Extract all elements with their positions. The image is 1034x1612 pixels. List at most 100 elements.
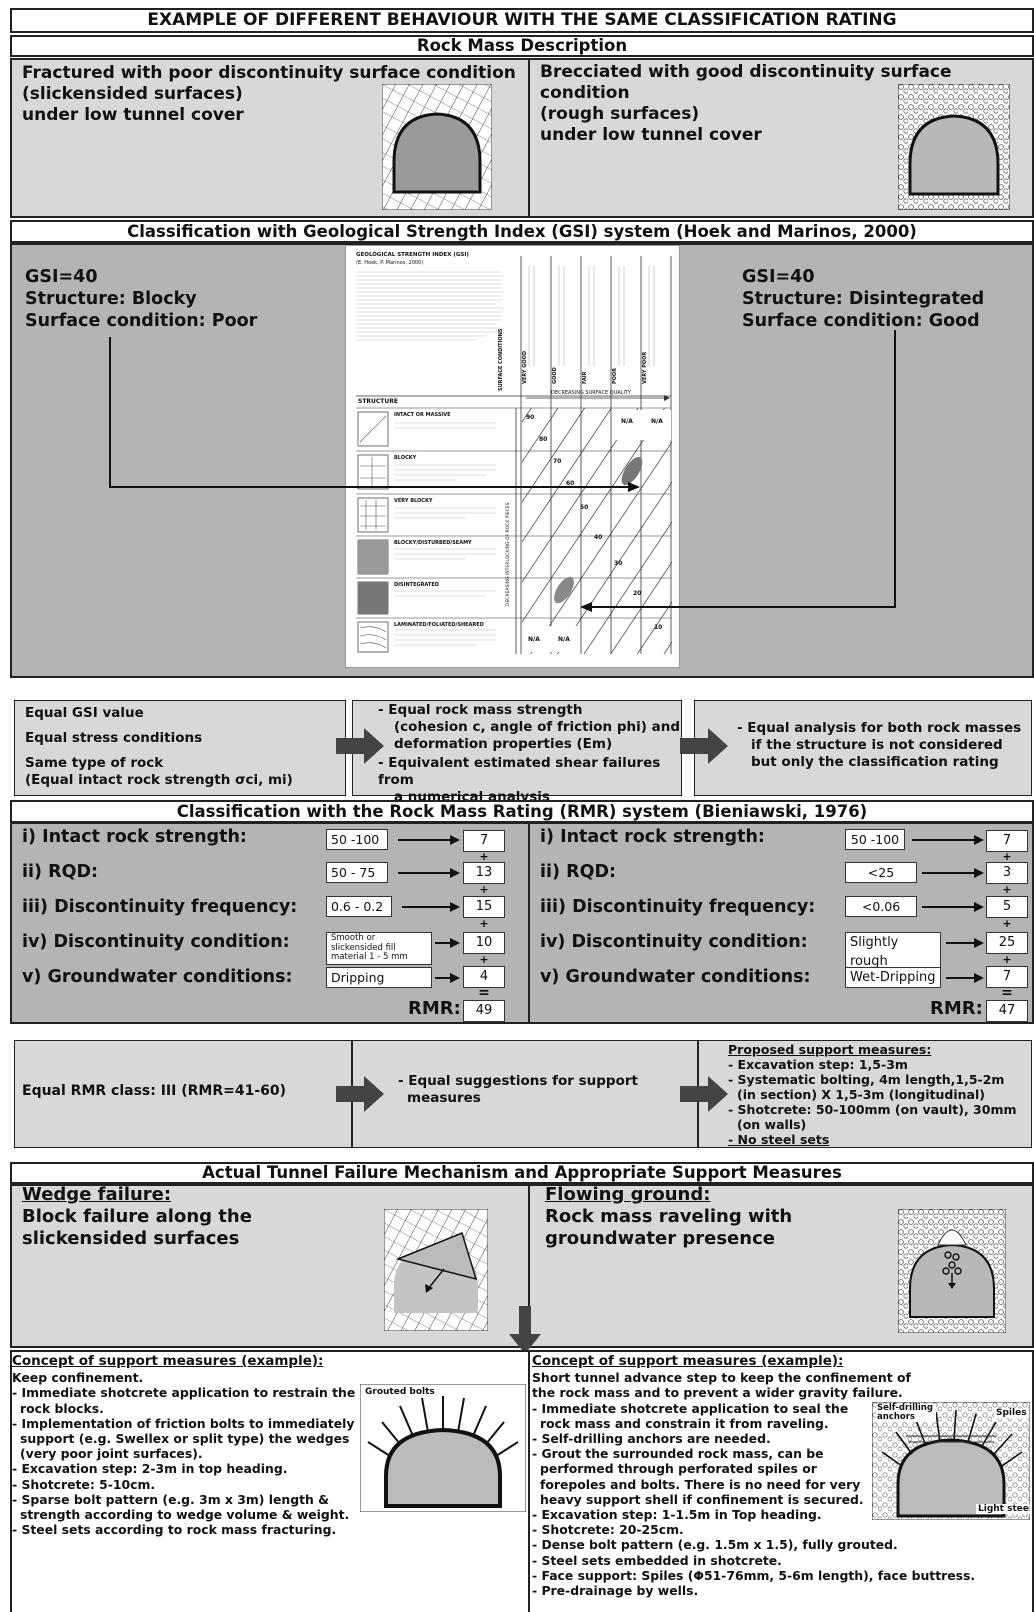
rmr-consequence-1-text: Equal RMR class: III (RMR=41-60) xyxy=(22,1083,287,1099)
rock-mass-description-title: Rock Mass Description xyxy=(10,35,1034,57)
rmr-right-input-1: 50 -100 xyxy=(845,829,905,850)
rmr-right-input-5: Wet-Dripping xyxy=(845,967,941,988)
rmr-right-arrow-3 xyxy=(922,906,974,908)
rmr-right-total-label: RMR: xyxy=(930,998,983,1019)
rmr-left-input-1: 50 -100 xyxy=(326,829,388,850)
rmr-left-score-4: 10 xyxy=(463,932,505,954)
rmr-right-plus-4: + xyxy=(1002,953,1012,966)
rmr-left-score-5: 4 xyxy=(463,966,505,988)
left-case-text: Fractured with poor discontinuity surfac… xyxy=(22,63,516,125)
gsi-chart: GEOLOGICAL STRENGTH INDEX (GSI) (E. Hoek… xyxy=(345,245,680,668)
gsi-na-3: N/A xyxy=(528,636,540,643)
right-case-text: Brecciated with good discontinuity surfa… xyxy=(540,62,952,145)
gsi-contour-20: 20 xyxy=(633,590,642,597)
rmr-left-label-1: i) Intact rock strength: xyxy=(22,827,247,847)
rmr-left-equals: = xyxy=(478,985,490,1001)
support-right-text: Concept of support measures (example): S… xyxy=(532,1353,976,1599)
gsi-row-blocky-disturbed: BLOCKY/DISTURBED/SEAMY xyxy=(394,540,472,546)
rmr-left-plus-2: + xyxy=(479,883,489,896)
rmr-consequence-1 xyxy=(14,1040,352,1148)
gsi-consequence-3-text: - Equal analysis for both rock masses if… xyxy=(737,720,1022,770)
gsi-fat-arrow-1 xyxy=(336,728,384,764)
gsi-consequence-1 xyxy=(14,700,346,796)
gsi-contour-40: 40 xyxy=(594,534,603,541)
gsi-consequence-1-text: Equal GSI value Equal stress conditions … xyxy=(25,705,293,788)
gsi-consequence-3 xyxy=(694,700,1032,796)
gsi-row-intact: INTACT OR MASSIVE xyxy=(394,412,451,418)
gsi-contour-70: 70 xyxy=(553,458,562,465)
rmr-left-arrow-2 xyxy=(398,872,450,874)
light-steel-sets-label: Light steel se xyxy=(976,1504,1030,1514)
self-drilling-anchors-label: Self-drilling anchors xyxy=(876,1404,936,1422)
rmr-fat-arrow-1 xyxy=(336,1076,384,1112)
rmr-fat-arrow-2 xyxy=(680,1076,728,1112)
center-down-arrow xyxy=(509,1306,541,1354)
gsi-chart-graphic xyxy=(356,256,672,654)
gsi-row-laminated: LAMINATED/FOLIATED/SHEARED xyxy=(394,622,484,628)
rmr-right-score-4: 25 xyxy=(986,932,1028,954)
rmr-left-plus-3: + xyxy=(479,917,489,930)
rmr-right-arrow-2 xyxy=(922,872,974,874)
rmr-left-total-label: RMR: xyxy=(408,998,461,1019)
main-title: EXAMPLE OF DIFFERENT BEHAVIOUR WITH THE … xyxy=(10,8,1034,33)
rmr-right-arrow-5 xyxy=(946,977,974,979)
rmr-left-score-2: 13 xyxy=(463,862,505,884)
gsi-pointer-arrows xyxy=(109,330,896,612)
rmr-right-label-4: iv) Discontinuity condition: xyxy=(540,932,808,952)
tunnel-brecciated-figure xyxy=(898,84,1010,210)
rmr-consequence-3-text: Proposed support measures: - Excavation … xyxy=(728,1042,1017,1147)
gsi-na-4: N/A xyxy=(558,636,570,643)
gsi-contour-30: 30 xyxy=(614,560,623,567)
rmr-left-input-5: Dripping xyxy=(326,967,432,988)
rmr-right-label-5: v) Groundwater conditions: xyxy=(540,967,811,987)
gsi-row-disintegrated: DISINTEGRATED xyxy=(394,582,439,588)
rmr-left-arrow-1 xyxy=(398,839,450,841)
rmr-right-panel xyxy=(528,822,1034,1024)
rmr-left-label-4: iv) Discontinuity condition: xyxy=(22,932,290,952)
failure-section-title: Actual Tunnel Failure Mechanism and Appr… xyxy=(10,1162,1034,1184)
rmr-right-arrow-4 xyxy=(946,942,974,944)
rmr-right-label-1: i) Intact rock strength: xyxy=(540,827,765,847)
gsi-na-1: N/A xyxy=(621,418,633,425)
gsi-consequence-2 xyxy=(352,700,682,796)
gsi-chart-title: GEOLOGICAL STRENGTH INDEX (GSI) xyxy=(356,252,469,258)
gsi-na-2: N/A xyxy=(651,418,663,425)
failure-left-title: Wedge failure: xyxy=(22,1184,172,1205)
gsi-structure-label: STRUCTURE xyxy=(358,398,398,405)
gsi-contour-90: 90 xyxy=(526,414,535,421)
rmr-consequence-2 xyxy=(352,1040,698,1148)
rmr-right-arrow-1 xyxy=(912,839,974,841)
rmr-left-arrow-5 xyxy=(435,977,450,979)
rmr-right-score-2: 3 xyxy=(986,862,1028,884)
rmr-left-panel xyxy=(10,822,530,1024)
gsi-row-blocky: BLOCKY xyxy=(394,455,417,461)
gsi-contour-60: 60 xyxy=(566,480,575,487)
rmr-right-score-3: 5 xyxy=(986,896,1028,918)
rmr-consequence-3 xyxy=(698,1040,1032,1148)
gsi-row-very-blocky: VERY BLOCKY xyxy=(394,498,433,504)
rmr-right-plus-1: + xyxy=(1002,850,1012,863)
rmr-right-equals: = xyxy=(1001,985,1013,1001)
wedge-failure-figure xyxy=(384,1209,488,1331)
rmr-left-plus-1: + xyxy=(479,850,489,863)
rmr-left-total: 49 xyxy=(463,1000,505,1022)
gsi-contour-50: 50 xyxy=(580,504,589,511)
grouted-bolts-figure xyxy=(360,1384,526,1512)
rmr-left-input-2: 50 - 75 xyxy=(326,862,388,883)
rmr-left-plus-4: + xyxy=(479,953,489,966)
rmr-left-input-4: Smooth or slickensided fill material 1 -… xyxy=(326,932,432,965)
rmr-right-score-5: 7 xyxy=(986,966,1028,988)
rmr-right-plus-2: + xyxy=(1002,883,1012,896)
gsi-fat-arrow-2 xyxy=(680,728,728,764)
rmr-left-arrow-4 xyxy=(435,942,450,944)
gsi-contour-80: 80 xyxy=(539,436,548,443)
gsi-section-title: Classification with Geological Strength … xyxy=(10,220,1034,243)
rmr-right-input-3: <0.06 xyxy=(845,896,917,917)
rmr-right-label-3: iii) Discontinuity frequency: xyxy=(540,897,816,917)
gsi-chart-subtitle: (E. Hoek, P. Marinos, 2000) xyxy=(356,260,424,266)
rmr-left-label-5: v) Groundwater conditions: xyxy=(22,967,293,987)
